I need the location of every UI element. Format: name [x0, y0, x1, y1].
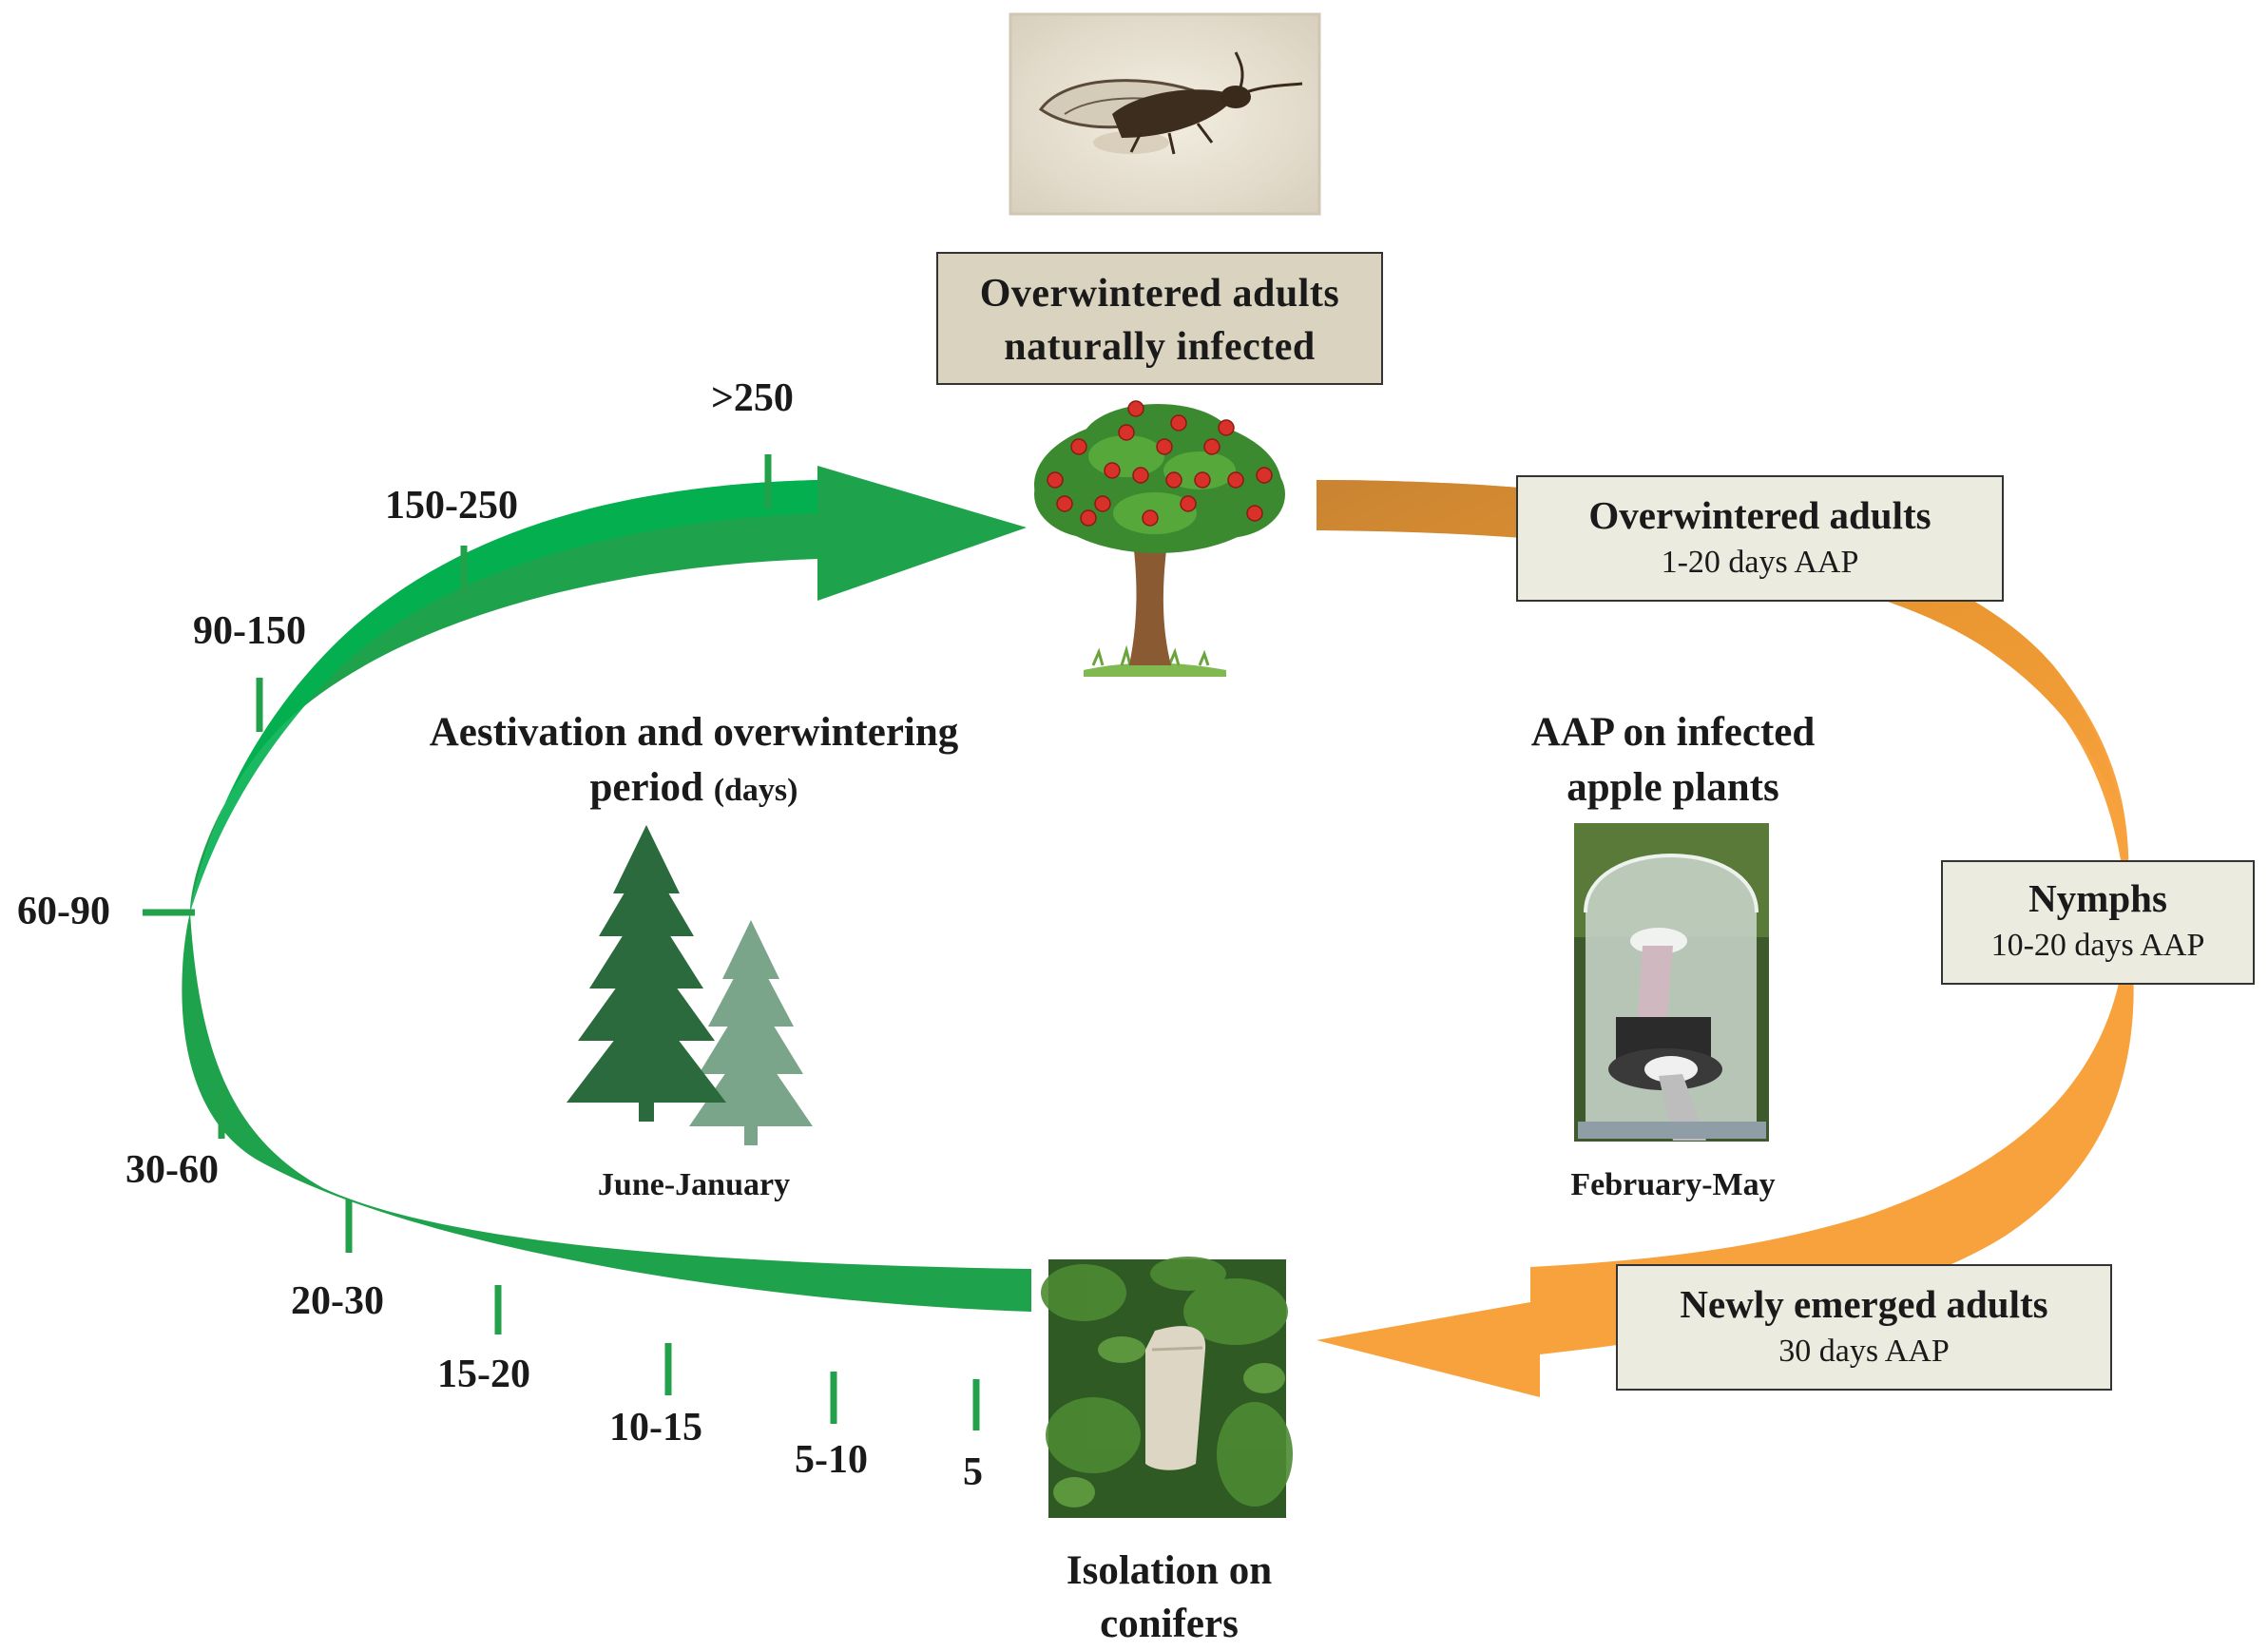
- conifer-trees-icon: [567, 825, 813, 1145]
- apple-dot: [1132, 467, 1149, 484]
- apple-dot: [1194, 471, 1211, 489]
- apple-dot: [1203, 438, 1220, 455]
- top-box-line2: naturally infected: [1004, 325, 1316, 369]
- aap-line1: AAP on infected: [1530, 710, 1816, 755]
- tick-label-5: 5: [963, 1450, 983, 1494]
- apple-dot: [1127, 400, 1144, 417]
- isolation-label: Isolation on conifers: [998, 1545, 1340, 1651]
- apple-dot: [1104, 462, 1121, 479]
- overwintered-adults-title: Overwintered adults: [1588, 493, 1932, 537]
- top-box-line1: Overwintered adults: [979, 272, 1340, 316]
- tick-label-20-30: 20-30: [291, 1279, 384, 1323]
- apple-dot: [1218, 419, 1235, 436]
- aestivation-days: (days): [713, 773, 798, 808]
- tick-label-90-150: 90-150: [193, 609, 306, 653]
- apple-dot: [1142, 509, 1159, 527]
- isolation-line2: conifers: [1100, 1602, 1239, 1646]
- apple-dot: [1094, 495, 1111, 512]
- newly-emerged-sub: 30 days AAP: [1778, 1334, 1950, 1369]
- aestivation-label: Aestivation and overwintering period (da…: [380, 705, 1008, 818]
- newly-emerged-title: Newly emerged adults: [1680, 1282, 2048, 1326]
- apple-dot: [1246, 505, 1263, 522]
- apple-dot: [1118, 424, 1135, 441]
- apple-dot: [1256, 467, 1273, 484]
- apple-dot: [1056, 495, 1073, 512]
- tick-label-150-250: 150-250: [385, 484, 518, 528]
- nymphs-title: Nymphs: [2028, 876, 2167, 920]
- apple-dot: [1047, 471, 1064, 489]
- tick-label-30-60: 30-60: [125, 1148, 219, 1192]
- apple-dot: [1165, 471, 1182, 489]
- tick-marks: [143, 454, 980, 1430]
- aestivation-line2: period (days): [380, 760, 1008, 818]
- apple-dot: [1227, 471, 1244, 489]
- cage-photo: [1574, 823, 1769, 1142]
- nymphs-sub: 10-20 days AAP: [1990, 928, 2205, 963]
- apple-dot: [1170, 414, 1187, 432]
- overwintered-adults-box: Overwintered adults 1-20 days AAP: [1516, 475, 2004, 602]
- aestivation-line1: Aestivation and overwintering: [429, 710, 959, 755]
- psyllid-photo: [1009, 12, 1321, 216]
- tick-label-gt250: >250: [711, 376, 794, 420]
- green-arrow: [182, 466, 1032, 1312]
- apple-dot: [1070, 438, 1087, 455]
- apple-dot: [1156, 438, 1173, 455]
- overwintered-naturally-infected-box: Overwintered adults naturally infected: [936, 252, 1383, 385]
- nymphs-box: Nymphs 10-20 days AAP: [1941, 860, 2255, 985]
- apple-tree-icon: [1034, 400, 1285, 677]
- apple-dot: [1080, 509, 1097, 527]
- tick-label-10-15: 10-15: [609, 1406, 702, 1449]
- february-may-label: February-May: [1570, 1167, 1776, 1202]
- overwintered-adults-sub: 1-20 days AAP: [1661, 545, 1859, 580]
- aestivation-period: period: [589, 765, 703, 810]
- aap-line2: apple plants: [1566, 765, 1779, 810]
- apple-dot: [1180, 495, 1197, 512]
- aap-infected-label: AAP on infected apple plants: [1454, 705, 1892, 816]
- tick-label-15-20: 15-20: [437, 1353, 530, 1396]
- conifer-branch-photo: [1041, 1257, 1293, 1518]
- tick-label-5-10: 5-10: [795, 1438, 868, 1482]
- isolation-line1: Isolation on: [1066, 1548, 1273, 1593]
- tick-label-60-90: 60-90: [17, 890, 110, 933]
- newly-emerged-adults-box: Newly emerged adults 30 days AAP: [1616, 1264, 2112, 1391]
- june-january-label: June-January: [597, 1167, 791, 1202]
